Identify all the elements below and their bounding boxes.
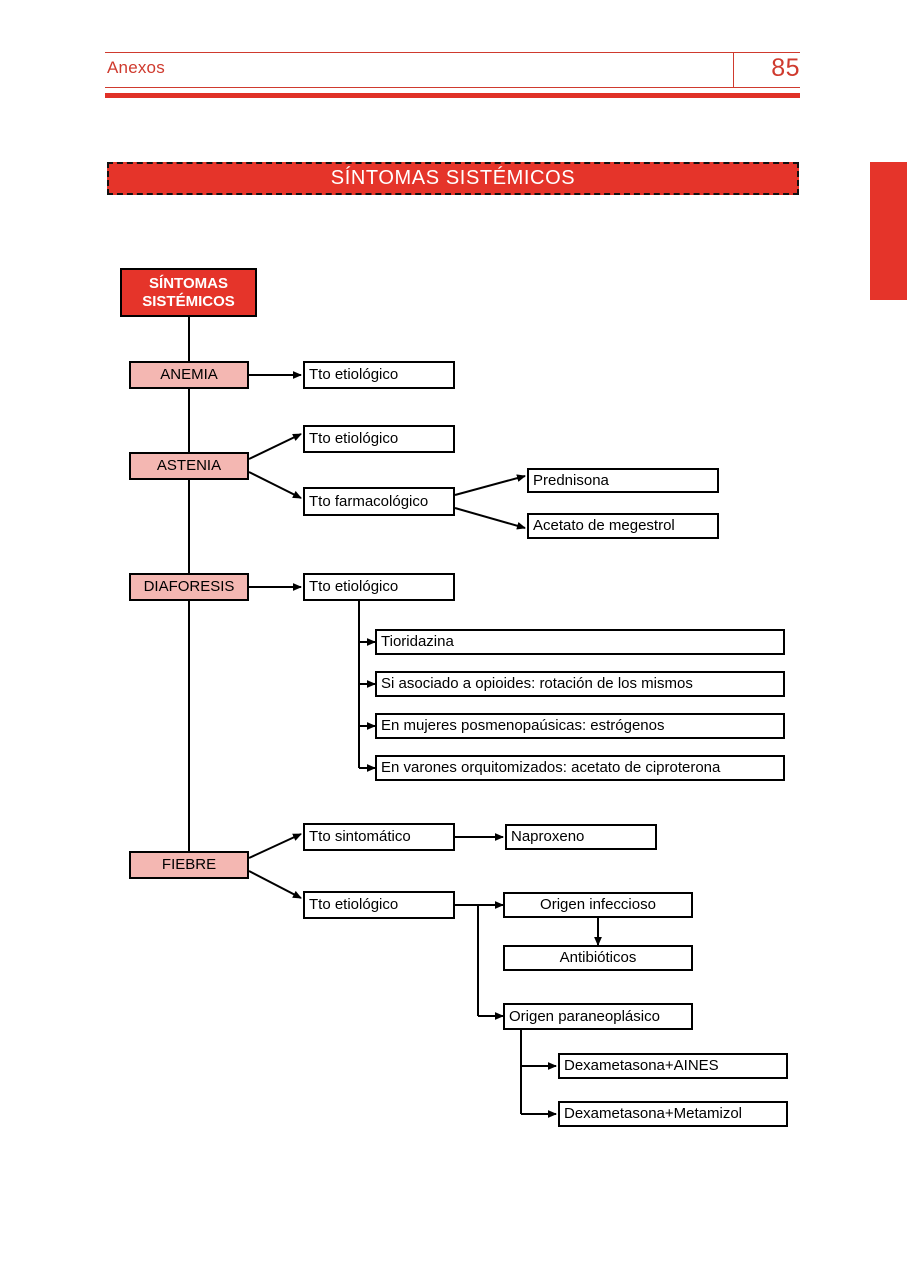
node-fiebre-tto-sintomatico: Tto sintomático	[303, 823, 455, 851]
header-rule-top	[105, 52, 800, 53]
node-anemia-tto-etiologico: Tto etiológico	[303, 361, 455, 389]
node-tioridazina: Tioridazina	[375, 629, 785, 655]
node-origen-paraneoplasico: Origen paraneoplásico	[503, 1003, 693, 1030]
header-section-title: Anexos	[107, 58, 165, 77]
side-tab-marker	[870, 162, 907, 300]
node-antibioticos: Antibióticos	[503, 945, 693, 971]
page-number: 85	[771, 54, 800, 82]
node-dexametasona-metamizol: Dexametasona+Metamizol	[558, 1101, 788, 1127]
node-astenia: ASTENIA	[129, 452, 249, 480]
node-root: SÍNTOMAS SISTÉMICOS	[120, 268, 257, 317]
node-naproxeno: Naproxeno	[505, 824, 657, 850]
node-root-line1: SÍNTOMAS	[149, 274, 228, 292]
node-origen-infeccioso: Origen infeccioso	[503, 892, 693, 918]
node-anemia: ANEMIA	[129, 361, 249, 389]
chart-title-banner: SÍNTOMAS SISTÉMICOS	[107, 162, 799, 195]
node-astenia-tto-farmacologico: Tto farmacológico	[303, 487, 455, 516]
node-orquitomizados-ciproterona: En varones orquitomizados: acetato de ci…	[375, 755, 785, 781]
node-diaforesis-tto-etiologico: Tto etiológico	[303, 573, 455, 601]
node-astenia-tto-etiologico: Tto etiológico	[303, 425, 455, 453]
node-opioides-rotacion: Si asociado a opioides: rotación de los …	[375, 671, 785, 697]
node-prednisona: Prednisona	[527, 468, 719, 493]
header-rule-bottom	[105, 87, 800, 88]
chart-title-text: SÍNTOMAS SISTÉMICOS	[330, 167, 576, 189]
header-divider	[733, 52, 734, 88]
node-posmenopausicas-estrogenos: En mujeres posmenopaúsicas: estrógenos	[375, 713, 785, 739]
node-fiebre: FIEBRE	[129, 851, 249, 879]
header-accent-bar	[105, 93, 800, 98]
node-acetato-megestrol: Acetato de megestrol	[527, 513, 719, 539]
node-fiebre-tto-etiologico: Tto etiológico	[303, 891, 455, 919]
node-diaforesis: DIAFORESIS	[129, 573, 249, 601]
node-dexametasona-aines: Dexametasona+AINES	[558, 1053, 788, 1079]
node-root-line2: SISTÉMICOS	[142, 292, 235, 310]
